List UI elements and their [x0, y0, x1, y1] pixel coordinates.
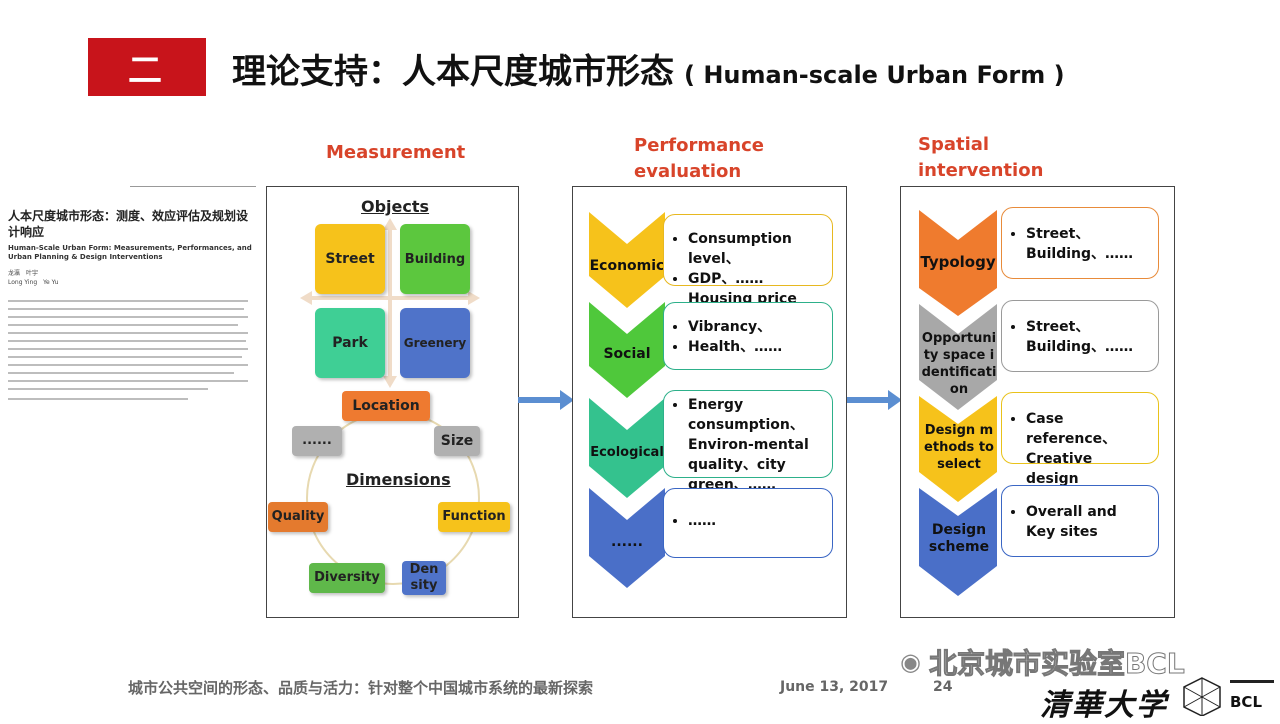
measurement-heading: Measurement — [326, 142, 466, 163]
paper-text-line — [8, 324, 238, 326]
objects-title: Objects — [361, 197, 430, 216]
performance-heading: Performance evaluation — [634, 135, 764, 182]
spatial-bubble-typology: Street、 Building、…… — [1001, 207, 1159, 279]
paper-text-line — [8, 398, 188, 400]
footer-subtitle: 城市公共空间的形态、品质与活力：针对整个中国城市系统的最新探索 — [128, 679, 594, 697]
paper-text-line — [8, 308, 244, 310]
paper-text-line — [8, 300, 248, 302]
spatial-item: Building、…… — [1026, 246, 1134, 262]
spatial-bubble-opportunity: Street、 Building、…… — [1001, 300, 1159, 372]
spatial-item: Building、…… — [1026, 339, 1134, 355]
spatial-item: Creative design — [1026, 451, 1093, 487]
watermark: ◉ 北京城市实验室BCL — [900, 642, 1185, 682]
page-title-en: ( Human-scale Urban Form ) — [684, 61, 1065, 89]
paper-text-line — [8, 340, 246, 342]
spatial-item: Street、 — [1026, 317, 1148, 337]
dimension-function: Function — [438, 502, 510, 532]
paper-text-line — [8, 332, 248, 334]
bcl-cube-icon — [1183, 677, 1221, 716]
paper-text-line — [8, 316, 248, 318]
paper-authors-zh: 龙瀛 叶宇 — [8, 270, 39, 277]
footer-date: June 13, 2017 — [780, 679, 889, 695]
paper-authors-en: Long Ying Ye Yu — [8, 279, 59, 286]
spatial-item: Case reference、 — [1026, 409, 1148, 449]
performance-bubble-social: Vibrancy、 Health、…… — [663, 302, 833, 370]
page-title: 理论支持：人本尺度城市形态 ( Human-scale Urban Form ) — [232, 44, 1065, 93]
bcl-logo-text: BCL — [1230, 693, 1262, 711]
dimensions-title: Dimensions — [346, 470, 451, 489]
performance-item: Health、…… — [688, 337, 822, 357]
paper-text-line — [8, 372, 234, 374]
performance-label-ecological: Ecological — [590, 445, 664, 460]
spatial-label-typology: Typology — [920, 253, 996, 271]
dimension-density: Den sity — [402, 561, 446, 595]
performance-label-more: ...... — [611, 534, 643, 550]
section-number-badge: 二 — [88, 38, 206, 96]
object-building: Building — [400, 224, 470, 294]
object-street: Street — [315, 224, 385, 294]
tsinghua-logo: 清華大学 — [1040, 688, 1168, 723]
spatial-bubble-design-methods: Case reference、 Creative design — [1001, 392, 1159, 487]
paper-header-rule — [130, 186, 256, 187]
watermark-text: 北京城市实验室BCL — [928, 647, 1185, 681]
performance-bubble-more: …… — [663, 488, 833, 558]
performance-item: Vibrancy、 — [688, 317, 822, 337]
paper-text-line — [8, 364, 248, 366]
paper-text-line — [8, 388, 208, 390]
performance-bubble-ecological: Energy consumption、Environ-mental qualit… — [663, 390, 833, 493]
paper-text-line — [8, 356, 242, 358]
spatial-label-design-scheme: Design scheme — [928, 522, 990, 555]
objects-cross-arrows — [300, 218, 480, 388]
spatial-item: Overall and Key sites — [1026, 502, 1148, 542]
performance-bubble-economic: Consumption level、 GDP、…… Housing price — [663, 214, 833, 307]
performance-item: …… — [688, 511, 822, 531]
arrow-performance-to-spatial — [846, 390, 902, 410]
page-title-zh: 理论支持：人本尺度城市形态 — [232, 52, 674, 92]
spatial-item: Street、 — [1026, 224, 1148, 244]
object-greenery: Greenery — [400, 308, 470, 378]
spatial-label-opportunity: Opportunity space identification — [921, 331, 997, 397]
dimension-size: Size — [434, 426, 480, 456]
performance-label-social: Social — [603, 346, 651, 362]
dimension-more: ...... — [292, 426, 342, 456]
dimension-diversity: Diversity — [309, 563, 385, 593]
bcl-logo: BCL — [1230, 680, 1274, 717]
spatial-chevrons — [919, 210, 997, 596]
performance-item: Consumption level、 — [688, 229, 822, 269]
paper-title-en: Human-Scale Urban Form: Measurements, Pe… — [8, 244, 252, 261]
performance-chevrons — [589, 212, 665, 588]
footer-page-number: 24 — [933, 679, 953, 695]
paper-title-zh: 人本尺度城市形态：测度、效应评估及规划设计响应 — [8, 209, 249, 239]
wechat-icon: ◉ — [900, 648, 921, 676]
paper-text-line — [8, 348, 248, 350]
paper-authors: 龙瀛 叶宇 Long Ying Ye Yu — [8, 268, 58, 286]
dimension-location: Location — [342, 391, 430, 421]
object-park: Park — [315, 308, 385, 378]
performance-item: Energy consumption、Environ-mental qualit… — [688, 395, 822, 495]
dimension-quality: Quality — [268, 502, 328, 532]
performance-label-economic: Economic — [589, 258, 665, 274]
paper-thumbnail: 人本尺度城市形态：测度、效应评估及规划设计响应 Human-Scale Urba… — [0, 180, 256, 420]
spatial-bubble-design-scheme: Overall and Key sites — [1001, 485, 1159, 557]
paper-text-line — [8, 380, 248, 382]
arrow-measurement-to-performance — [518, 390, 574, 410]
spatial-label-design-methods: Design methods to select — [924, 423, 994, 472]
